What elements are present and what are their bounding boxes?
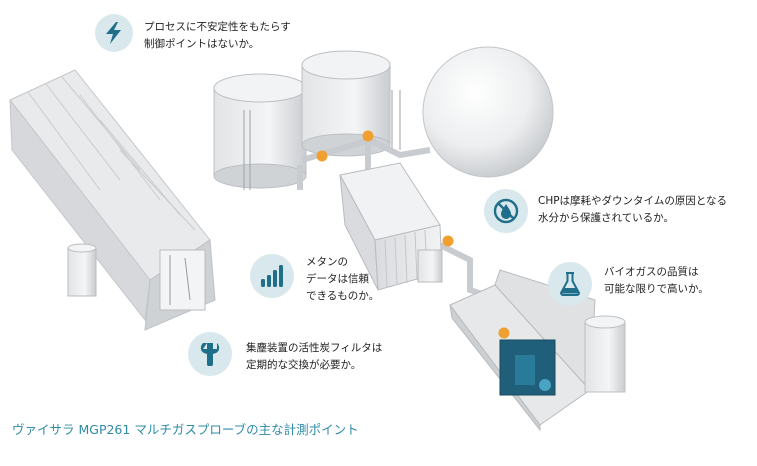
callout-line: 集塵装置の活性炭フィルタは [246, 342, 383, 354]
treatment-container [339, 162, 443, 291]
exhaust-stack [584, 315, 626, 393]
lightning-bolt-icon [95, 14, 133, 52]
no-water-drop-icon [484, 189, 528, 233]
small-silo [67, 243, 97, 297]
gas-storage-sphere [422, 46, 554, 178]
signal-bars-icon [250, 254, 294, 298]
callout-line: プロセスに不安定性をもたらす [144, 21, 291, 33]
callout-line: 水分から保護されているか。 [538, 212, 674, 224]
callout-line: 可能な限りで高いか。 [604, 283, 709, 295]
callout-line: 定期的な交換が必要か。 [246, 359, 362, 371]
callout-line: できるものか。 [306, 290, 380, 302]
measurement-point [442, 235, 454, 247]
measurement-point [362, 130, 374, 142]
callout-process: プロセスに不安定性をもたらす 制御ポイントはないか。 [144, 19, 291, 53]
callout-biogas: バイオガスの品質は 可能な限りで高いか。 [604, 264, 709, 298]
measurement-point [498, 327, 510, 339]
callout-line: データは信頼 [306, 273, 369, 285]
callout-line: バイオガスの品質は [604, 266, 699, 278]
callout-filter: 集塵装置の活性炭フィルタは 定期的な交換が必要か。 [246, 340, 382, 374]
warehouse-building [9, 69, 216, 331]
callout-line: メタンの [306, 256, 348, 268]
measurement-point [316, 150, 328, 162]
callout-line: CHPは摩耗やダウンタイムの原因となる [538, 195, 728, 207]
figure-caption: ヴァイサラ MGP261 マルチガスプローブの主な計測ポイント [12, 422, 359, 437]
callout-methane: メタンの データは信頼 できるものか。 [306, 254, 379, 305]
digester-tank-right [301, 50, 401, 157]
digester-tank-left [213, 73, 307, 190]
measurement-markers [316, 130, 510, 339]
flask-icon [548, 262, 592, 306]
callout-line: 制御ポイントはないか。 [144, 38, 260, 50]
callout-chp: CHPは摩耗やダウンタイムの原因となる 水分から保護されているか。 [538, 193, 727, 227]
wrench-icon [188, 332, 232, 376]
chp-container [449, 269, 596, 432]
